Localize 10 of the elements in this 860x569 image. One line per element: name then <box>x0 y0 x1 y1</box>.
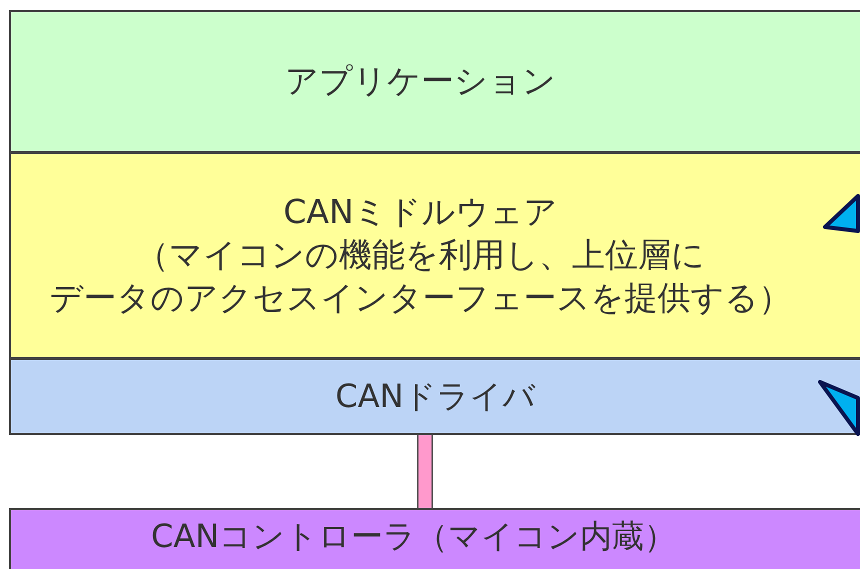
layer-title: アプリケーション <box>285 60 557 102</box>
layer-title: CANドライバ <box>335 376 536 417</box>
layer-box <box>9 358 860 435</box>
connector-bar <box>418 435 432 508</box>
layer-description: （マイコンの機能を利用し、上位層にデータのアクセスインターフェースを提供する） <box>48 234 792 319</box>
layer-title: CANミドルウェア <box>282 191 559 234</box>
layer-box <box>9 152 860 359</box>
layer-box <box>9 10 860 153</box>
layer-title: CANコントローラ（マイコン内蔵） <box>151 516 676 557</box>
layer-box <box>9 508 860 569</box>
